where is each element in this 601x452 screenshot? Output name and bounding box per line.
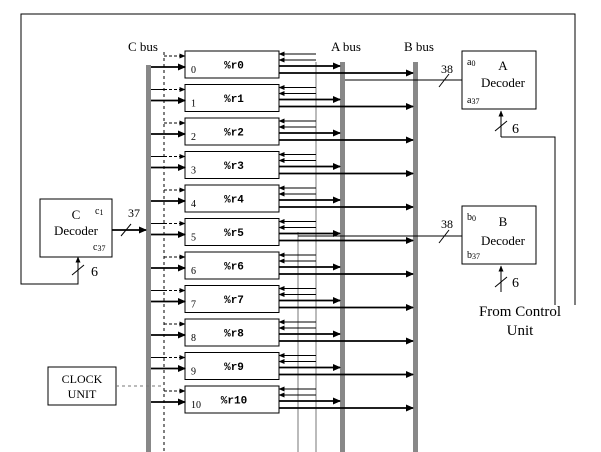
register-name: %r1 <box>224 94 244 106</box>
register-index: 3 <box>191 166 196 177</box>
register-name: %r4 <box>224 195 244 207</box>
control-unit-line2: Unit <box>507 323 535 339</box>
b-decoder-input-width: 6 <box>512 276 519 291</box>
a-decoder-output-width: 38 <box>441 62 453 76</box>
a-decoder-input-width: 6 <box>512 122 519 137</box>
register-index: 0 <box>191 65 196 76</box>
a-decoder-input-slash <box>494 120 508 132</box>
a-decoder-word: Decoder <box>481 75 526 90</box>
register-name: %r0 <box>224 61 244 73</box>
register-box <box>184 318 280 347</box>
a-decoder-top-output: a0 <box>467 57 475 68</box>
a-bus-label: A bus <box>331 39 361 54</box>
b-decoder-output-slash <box>438 229 450 244</box>
a-bus-bar <box>340 62 345 452</box>
register-box <box>184 352 280 380</box>
c-decoder-letter: C <box>72 207 81 222</box>
register-index: 1 <box>191 99 196 110</box>
register-index: 4 <box>191 199 196 210</box>
register-box <box>184 50 280 79</box>
register-box <box>184 184 280 213</box>
register-index: 7 <box>191 300 196 311</box>
clock-unit-box <box>47 366 117 406</box>
register-name: %r3 <box>224 161 244 173</box>
b-decoder-box <box>461 205 537 265</box>
control-frame <box>20 13 576 305</box>
register-name: %r5 <box>224 228 244 240</box>
control-unit-line1: From Control <box>479 304 561 320</box>
c-decoder-box <box>39 198 113 258</box>
a-decoder-letter: A <box>498 58 508 73</box>
a-decoder-bottom-output: a37 <box>467 95 479 106</box>
clock-unit: CLOCK UNIT <box>47 366 164 406</box>
b-decoder-output-width: 38 <box>441 217 453 231</box>
b-decoder-input-slash <box>494 276 508 288</box>
c-decoder-bottom-output: c37 <box>93 242 105 253</box>
register-name: %r7 <box>224 295 244 307</box>
register-box <box>184 84 280 112</box>
c-decoder-input-slash <box>71 264 85 276</box>
c-bus-bar <box>146 65 151 452</box>
b-decoder: B Decoder b0 b37 38 6 <box>298 205 537 292</box>
register-box <box>184 285 280 313</box>
register-name: %r2 <box>224 128 244 140</box>
c-decoder-output-slash <box>120 223 132 237</box>
register-stack: 0 %r0 1 %r1 2 %r2 3 %r3 4 %r4 5 %r5 6 %r6 7 %r7 8 %r8 9 %r9… <box>151 50 414 414</box>
a-decoder-input-line <box>501 136 556 305</box>
b-decoder-top-output: b0 <box>467 212 476 223</box>
register-box <box>184 117 280 146</box>
clock-unit-line2: UNIT <box>68 387 97 401</box>
register-index: 9 <box>191 367 196 378</box>
register-name: %r9 <box>224 362 244 374</box>
register-box <box>184 251 280 280</box>
b-decoder-word: Decoder <box>481 233 526 248</box>
b-decoder-letter: B <box>499 214 508 229</box>
register-box <box>184 218 280 246</box>
register-name: %r6 <box>224 262 244 274</box>
register-name: %r8 <box>224 329 244 341</box>
c-decoder-word: Decoder <box>54 223 99 238</box>
clock-unit-line1: CLOCK <box>62 372 103 386</box>
b-bus-label: B bus <box>404 39 434 54</box>
register-index: 5 <box>191 233 196 244</box>
a-decoder: A Decoder a0 a37 38 6 <box>345 50 556 305</box>
register-box <box>184 385 280 414</box>
c-decoder-input-width: 6 <box>91 265 98 280</box>
register-index: 6 <box>191 266 196 277</box>
c-bus-label: C bus <box>128 39 158 54</box>
c-decoder-top-output: c1 <box>95 206 103 217</box>
c-decoder-output-width: 37 <box>128 206 140 220</box>
b-bus-bar <box>413 62 418 452</box>
a-decoder-box <box>461 50 537 110</box>
register-index: 8 <box>191 333 196 344</box>
b-decoder-bottom-output: b37 <box>467 250 480 261</box>
c-decoder: C Decoder c1 c37 37 6 <box>39 198 147 280</box>
register-index: 2 <box>191 132 196 143</box>
register-name: %r10 <box>221 396 247 408</box>
a-decoder-output-slash <box>438 73 450 88</box>
register-index: 10 <box>191 400 201 411</box>
